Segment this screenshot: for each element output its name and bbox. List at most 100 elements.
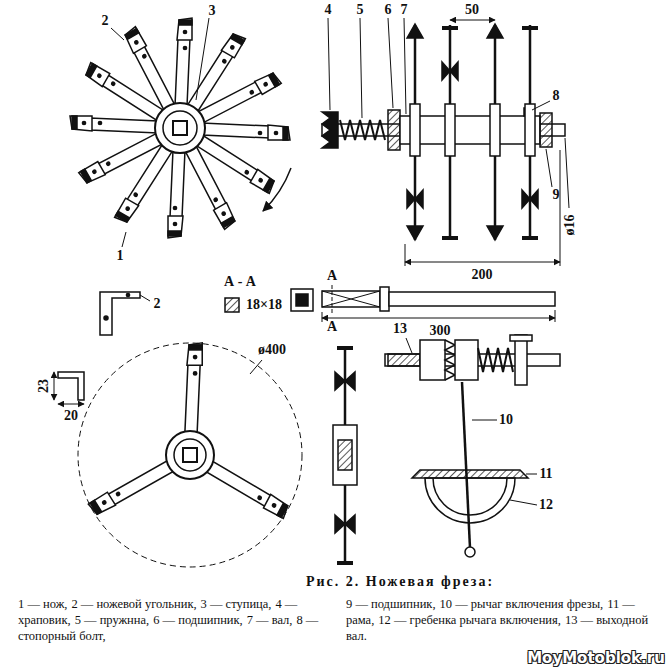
shaft-part — [380, 287, 389, 311]
angle-detail-part — [58, 372, 84, 400]
leader-lines — [406, 338, 537, 505]
shaft-part — [291, 289, 313, 311]
knife-wheel-part — [155, 103, 205, 153]
section-label: А - А — [224, 275, 256, 289]
shaft-part — [322, 291, 380, 307]
callout-number: 12 — [539, 498, 553, 512]
shaft-assembly-part — [487, 24, 503, 38]
knife-wheel-part — [175, 18, 192, 106]
leader-lines — [111, 18, 209, 247]
callout-number: 4 — [325, 3, 332, 17]
part-legend-item: 3 — ступица, — [201, 597, 272, 611]
callout-number: 2 — [102, 14, 109, 28]
clutch-assembly-part — [510, 335, 532, 341]
section-label: А — [327, 320, 337, 334]
shaft-part — [322, 318, 555, 319]
wheel-side-view-part — [335, 515, 355, 533]
knife-wheel — [70, 18, 290, 238]
leader-lines-part — [526, 474, 537, 475]
dimension: 200 — [472, 268, 493, 282]
watermark: MoyMotoblok.ru — [527, 649, 665, 667]
clutch-assembly-part — [412, 470, 528, 478]
callout-number: 7 — [401, 3, 408, 17]
clutch-assembly-part — [420, 340, 445, 380]
part-legend-item: 12 — гребенка рычага включения, — [378, 613, 561, 627]
figure-caption: Рис. 2. Ножевая фреза: — [306, 574, 494, 590]
wheel-side-view-part — [335, 372, 355, 390]
legend-column: 9 — подшипник,10 — рычаг включения фрезы… — [346, 596, 658, 644]
callout-number: 10 — [499, 413, 513, 427]
callout-number: 6 — [385, 3, 392, 17]
clutch-assembly-part — [515, 335, 527, 385]
dimension-lines-part — [405, 244, 406, 266]
clutch-assembly-part — [455, 340, 478, 380]
knife-wheel-part — [173, 121, 187, 135]
shaft-part — [389, 292, 555, 306]
angle-piece-part — [100, 292, 140, 335]
shaft-assembly-part — [410, 104, 420, 156]
callout-number: 1 — [117, 249, 124, 263]
clutch-assembly-part — [445, 340, 455, 380]
angle-detail-part — [58, 404, 84, 405]
shaft-part — [555, 310, 556, 322]
shaft-part — [322, 291, 380, 307]
angle-piece — [100, 292, 140, 335]
knife-wheel-part — [174, 439, 206, 471]
clutch-assembly-part — [388, 354, 420, 366]
shaft-assembly-part — [487, 226, 503, 240]
angle-detail — [54, 372, 84, 404]
leader-lines-part — [532, 101, 550, 110]
callout-number: 5 — [357, 3, 364, 17]
leader-lines-part — [122, 232, 126, 247]
shaft-part — [322, 291, 380, 307]
dimension: 300 — [430, 324, 451, 338]
callout-number: 9 — [553, 188, 560, 202]
part-legend-item: 7 — вал, — [247, 613, 293, 627]
wheel-side-view — [333, 348, 357, 563]
shaft-part — [322, 312, 323, 322]
shaft-assembly-part — [490, 104, 500, 156]
knife-wheel-part — [79, 129, 164, 188]
shaft-assembly-part — [400, 116, 540, 144]
clutch-assembly-part — [425, 478, 515, 523]
leader-lines — [328, 18, 569, 208]
shaft-part — [296, 294, 308, 306]
dimension: ø16 — [563, 215, 577, 236]
clutch-assembly-part — [465, 547, 475, 557]
shaft-assembly-part — [522, 236, 538, 240]
leader-lines-part — [406, 338, 412, 353]
shaft-assembly-part — [340, 120, 385, 140]
section-label: А — [327, 269, 337, 283]
angle-piece-part — [104, 316, 108, 320]
dimension: ø400 — [258, 343, 286, 357]
leader-line — [140, 295, 150, 301]
shaft-assembly-part — [388, 110, 400, 150]
part-legend-item: 5 — пружнна, — [75, 613, 150, 627]
rotation-arrow — [263, 168, 291, 211]
legend-column: 1 — нож,2 — ножевой угольник,3 — ступица… — [18, 596, 336, 644]
section-square — [225, 298, 239, 312]
swing-circle — [78, 343, 302, 567]
knife-wheel-part — [88, 457, 173, 519]
wheel-side-view-part — [338, 440, 352, 470]
leader-lines-part — [328, 18, 330, 110]
knife-wheel-part — [166, 431, 214, 479]
callout-number: 11 — [539, 467, 552, 481]
knife-wheel — [88, 343, 291, 519]
dimension: 50 — [465, 3, 479, 17]
shaft-assembly-part — [522, 26, 538, 30]
dimension-lines-part — [560, 150, 561, 266]
shaft — [291, 285, 555, 322]
part-legend-item: 9 — подшипник, — [346, 597, 436, 611]
shaft-part — [332, 285, 333, 313]
knife-wheel-part — [185, 343, 202, 433]
leader-lines-part — [404, 18, 406, 114]
callout-number: 2 — [154, 297, 161, 311]
leader-lines-part — [546, 149, 552, 187]
leader-lines-part — [510, 500, 537, 505]
leader-lines-part — [111, 28, 124, 40]
dimension: 20 — [64, 409, 78, 423]
shaft-assembly-part — [407, 190, 423, 208]
wheel-side-view-part — [337, 561, 353, 565]
